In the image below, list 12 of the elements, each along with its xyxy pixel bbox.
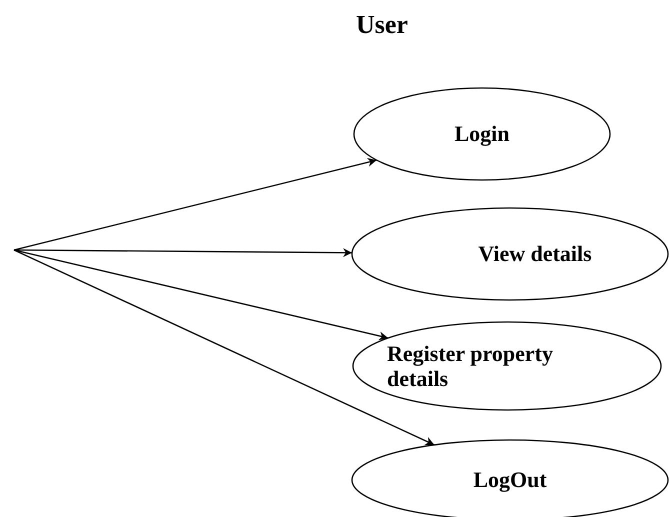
association-arrow	[14, 249, 388, 340]
use-case-name: Register property details	[387, 340, 554, 392]
use-case-ellipse	[352, 208, 668, 300]
use-case-name: View details	[478, 241, 592, 267]
association-arrow	[14, 249, 435, 446]
use-case-ellipse	[354, 88, 610, 180]
association-arrow	[14, 248, 352, 258]
use-case-ellipse	[353, 322, 661, 410]
use-case-name: Login	[454, 121, 510, 147]
actor-label: User	[356, 10, 408, 40]
use-case-name: LogOut	[473, 467, 547, 493]
association-arrow	[14, 158, 377, 251]
